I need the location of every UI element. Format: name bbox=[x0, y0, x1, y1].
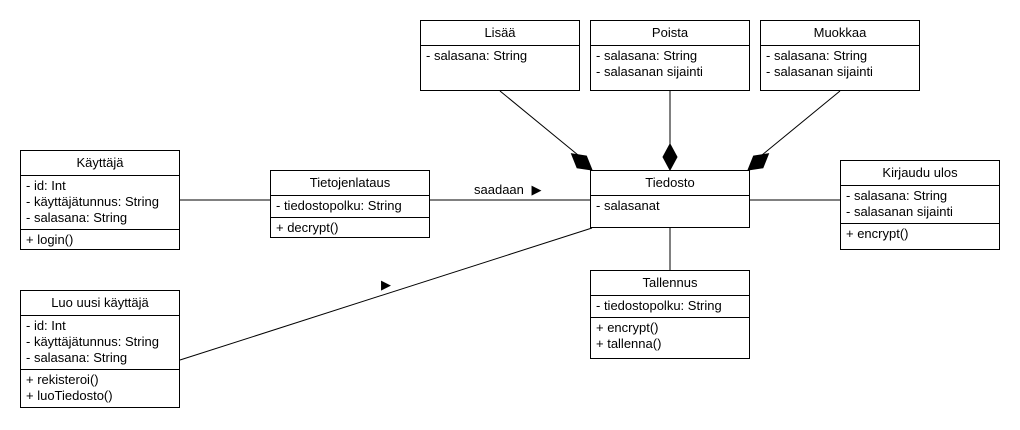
composition-diamond-lisaa bbox=[570, 153, 593, 171]
method: + encrypt() bbox=[846, 226, 909, 241]
attribute: - salasanan sijainti bbox=[846, 204, 953, 219]
composition-muokkaa-tiedosto bbox=[761, 90, 841, 156]
attribute: - salasana: String bbox=[846, 188, 948, 203]
class-muokkaa[interactable]: Muokkaa - salasana: String - salasanan s… bbox=[760, 20, 920, 91]
class-kirjaudu-ulos[interactable]: Kirjaudu ulos - salasana: String - salas… bbox=[840, 160, 1000, 250]
class-name: Poista bbox=[591, 21, 749, 46]
attributes-section: - id: Int - käyttäjätunnus: String - sal… bbox=[21, 176, 179, 229]
attribute: - salasanan sijainti bbox=[766, 64, 873, 79]
methods-section: + login() bbox=[21, 229, 179, 251]
attributes-section: - tiedostopolku: String bbox=[271, 196, 429, 217]
attribute: - salasana: String bbox=[426, 48, 528, 63]
attributes-section: - salasana: String - salasanan sijainti bbox=[841, 186, 999, 223]
composition-lisaa-tiedosto bbox=[499, 90, 579, 156]
method: + encrypt() bbox=[596, 320, 659, 335]
class-tiedosto[interactable]: Tiedosto - salasanat bbox=[590, 170, 750, 228]
class-kayttaja[interactable]: Käyttäjä - id: Int - käyttäjätunnus: Str… bbox=[20, 150, 180, 250]
class-name: Käyttäjä bbox=[21, 151, 179, 176]
attribute: - salasana: String bbox=[596, 48, 698, 63]
composition-diamond-poista bbox=[662, 142, 678, 172]
saadaan-text: saadaan bbox=[474, 182, 524, 197]
attribute: - salasanan sijainti bbox=[596, 64, 703, 79]
class-name: Tallennus bbox=[591, 271, 749, 296]
class-tallennus[interactable]: Tallennus - tiedostopolku: String + encr… bbox=[590, 270, 750, 359]
saadaan-label: saadaan ▶ bbox=[474, 182, 542, 198]
methods-section: + decrypt() bbox=[271, 217, 429, 239]
method: + luoTiedosto() bbox=[26, 388, 113, 403]
attribute: - salasana: String bbox=[766, 48, 868, 63]
class-name: Lisää bbox=[421, 21, 579, 46]
class-luo-uusi-kayttaja[interactable]: Luo uusi käyttäjä - id: Int - käyttäjätu… bbox=[20, 290, 180, 408]
attributes-section: - salasana: String - salasanan sijainti bbox=[761, 46, 919, 83]
attributes-section: - salasana: String - salasanan sijainti bbox=[591, 46, 749, 83]
methods-section: + encrypt() + tallenna() bbox=[591, 317, 749, 355]
class-name: Kirjaudu ulos bbox=[841, 161, 999, 186]
attributes-section: - tiedostopolku: String bbox=[591, 296, 749, 317]
direction-arrow-icon: ▶ bbox=[381, 277, 391, 292]
class-tietojenlataus[interactable]: Tietojenlataus - tiedostopolku: String +… bbox=[270, 170, 430, 238]
class-lisaa[interactable]: Lisää - salasana: String bbox=[420, 20, 580, 91]
attribute: - tiedostopolku: String bbox=[276, 198, 402, 213]
attribute: - salasanat bbox=[596, 198, 660, 213]
methods-section: + encrypt() bbox=[841, 223, 999, 245]
method: + rekisteroi() bbox=[26, 372, 99, 387]
attribute: - käyttäjätunnus: String bbox=[26, 194, 159, 209]
attributes-section: - salasana: String bbox=[421, 46, 579, 67]
attribute: - käyttäjätunnus: String bbox=[26, 334, 159, 349]
attribute: - id: Int bbox=[26, 178, 66, 193]
attributes-section: - salasanat bbox=[591, 196, 749, 217]
composition-diamond-muokkaa bbox=[747, 153, 770, 171]
class-name: Luo uusi käyttäjä bbox=[21, 291, 179, 316]
direction-arrow-icon: ▶ bbox=[531, 182, 542, 197]
class-poista[interactable]: Poista - salasana: String - salasanan si… bbox=[590, 20, 750, 91]
attributes-section: - id: Int - käyttäjätunnus: String - sal… bbox=[21, 316, 179, 369]
attribute: - tiedostopolku: String bbox=[596, 298, 722, 313]
attribute: - id: Int bbox=[26, 318, 66, 333]
methods-section: + rekisteroi() + luoTiedosto() bbox=[21, 369, 179, 407]
class-name: Tiedosto bbox=[591, 171, 749, 196]
attribute: - salasana: String bbox=[26, 350, 128, 365]
method: + login() bbox=[26, 232, 74, 247]
method: + decrypt() bbox=[276, 220, 339, 235]
method: + tallenna() bbox=[596, 336, 662, 351]
class-name: Muokkaa bbox=[761, 21, 919, 46]
attribute: - salasana: String bbox=[26, 210, 128, 225]
association-luo-uusi-tiedosto bbox=[179, 227, 593, 361]
class-name: Tietojenlataus bbox=[271, 171, 429, 196]
